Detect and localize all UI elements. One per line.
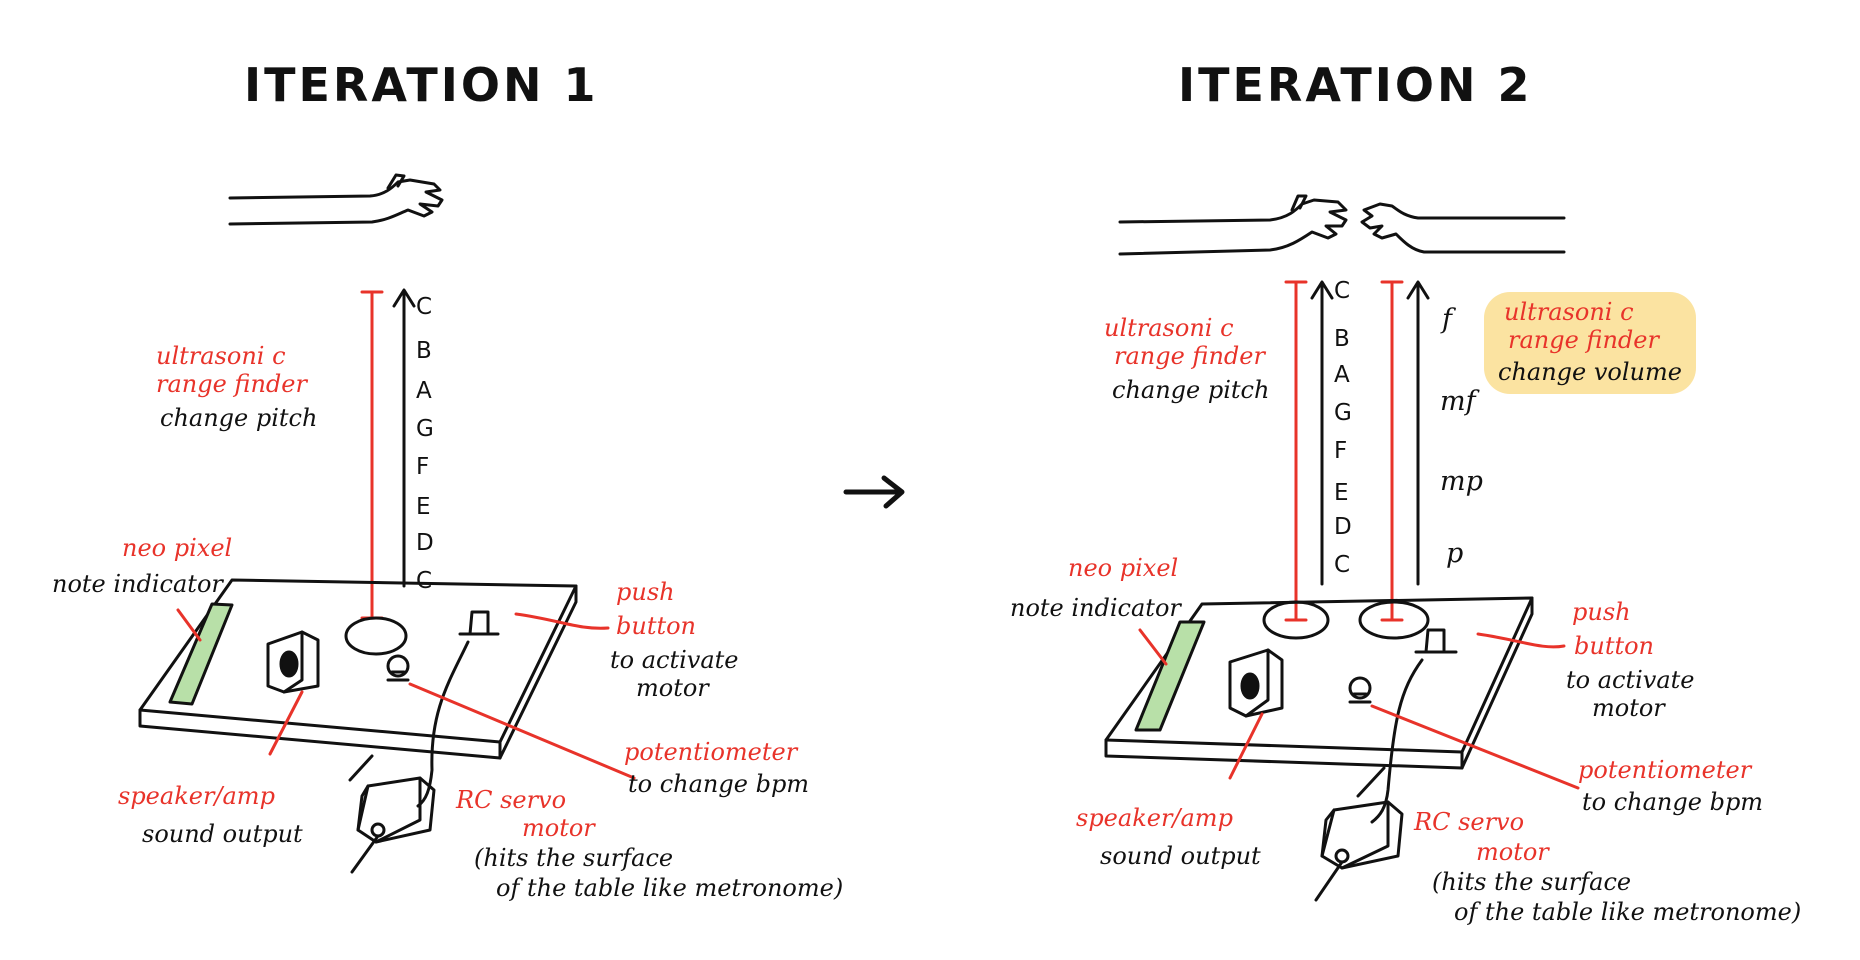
dynamic-label-mf: mf <box>1440 388 1476 415</box>
change-pitch-label: change pitch <box>160 406 317 430</box>
speaker-label: speaker/amp <box>118 784 275 808</box>
push-button-label-line2: button <box>1574 634 1654 658</box>
metronome-label-line2: of the table like metronome) <box>1454 900 1801 924</box>
note-indicator-label: note indicator <box>52 572 223 596</box>
metronome-label-line1: (hits the surface <box>1432 870 1631 894</box>
activate-label-line2: motor <box>636 676 709 700</box>
note-label-g: G <box>1334 402 1352 425</box>
rangefinder-label-line1: ultrasoni c <box>156 344 286 368</box>
neopixel-label: neo pixel <box>1068 556 1178 580</box>
sensor-ellipse <box>346 618 406 654</box>
hand-icon <box>230 175 442 224</box>
dynamic-label-f: f <box>1442 306 1452 333</box>
note-label-a: A <box>416 380 432 403</box>
volume-arrow <box>1408 282 1428 584</box>
rangefinder-line <box>362 292 382 618</box>
iteration-2-title: ITERATION 2 <box>1178 62 1532 108</box>
rangefinder-label-line1: ultrasoni c <box>1104 316 1234 340</box>
servo-label-line1: RC servo <box>456 788 566 812</box>
push-button-label-line2: button <box>616 614 696 638</box>
metronome-label-line1: (hits the surface <box>474 846 673 870</box>
potentiometer-label: potentiometer <box>624 740 797 764</box>
potentiometer-icon <box>1350 678 1578 788</box>
activate-label-line1: to activate <box>610 648 739 672</box>
note-label-c-high: C <box>416 296 432 319</box>
iteration-arrow-icon <box>846 478 902 506</box>
note-label-c-low: C <box>416 570 432 593</box>
servo-label-line1: RC servo <box>1414 810 1524 834</box>
sound-output-label: sound output <box>1100 844 1261 868</box>
rangefinder-label-line2: range finder <box>156 372 307 396</box>
push-button-icon <box>1372 630 1564 822</box>
note-label-a: A <box>1334 364 1350 387</box>
note-label-e: E <box>416 496 431 519</box>
servo-label-line2: motor <box>522 816 595 840</box>
change-pitch-label: change pitch <box>1112 378 1269 402</box>
metronome-label-line2: of the table like metronome) <box>496 876 843 900</box>
servo-label-line2: motor <box>1476 840 1549 864</box>
rangefinder2-label-line2: range finder <box>1508 328 1682 352</box>
rangefinder2-label-line1: ultrasoni c <box>1504 300 1682 324</box>
change-volume-label: change volume <box>1498 360 1682 384</box>
neopixel-pointer <box>178 610 200 640</box>
push-button-label-line1: push <box>616 580 675 604</box>
note-label-b: B <box>416 340 432 363</box>
note-label-f: F <box>1334 440 1347 463</box>
neopixel-pointer <box>1140 630 1166 664</box>
neopixel-label: neo pixel <box>122 536 232 560</box>
bpm-label: to change bpm <box>1582 790 1763 814</box>
note-label-d: D <box>1334 516 1352 539</box>
note-label-b: B <box>1334 328 1350 351</box>
iteration-1-title: ITERATION 1 <box>244 62 598 108</box>
speaker-icon <box>268 632 318 754</box>
push-button-icon <box>418 612 608 806</box>
note-label-f: F <box>416 456 429 479</box>
speaker-icon <box>1230 650 1282 778</box>
activate-label-line2: motor <box>1592 696 1665 720</box>
note-label-g: G <box>416 418 434 441</box>
activate-label-line1: to activate <box>1566 668 1695 692</box>
speaker-label: speaker/amp <box>1076 806 1233 830</box>
sound-output-label: sound output <box>142 822 303 846</box>
rangefinder-label-line2: range finder <box>1114 344 1265 368</box>
right-hand-icon <box>1362 204 1564 252</box>
pitch-arrow <box>394 290 414 586</box>
note-label-c-high: C <box>1334 280 1350 303</box>
dynamic-label-mp: mp <box>1440 468 1483 495</box>
note-label-e: E <box>1334 482 1349 505</box>
dynamic-label-p: p <box>1446 540 1463 567</box>
bpm-label: to change bpm <box>628 772 809 796</box>
servo-icon <box>350 756 434 872</box>
pitch-arrow <box>1312 282 1332 584</box>
push-button-label-line1: push <box>1572 600 1631 624</box>
note-label-c-low: C <box>1334 554 1350 577</box>
note-label-d: D <box>416 532 434 555</box>
note-indicator-label: note indicator <box>1010 596 1181 620</box>
volume-highlight-box: ultrasoni c range finder change volume <box>1484 292 1696 394</box>
potentiometer-label: potentiometer <box>1578 758 1751 782</box>
left-hand-icon <box>1120 196 1346 254</box>
